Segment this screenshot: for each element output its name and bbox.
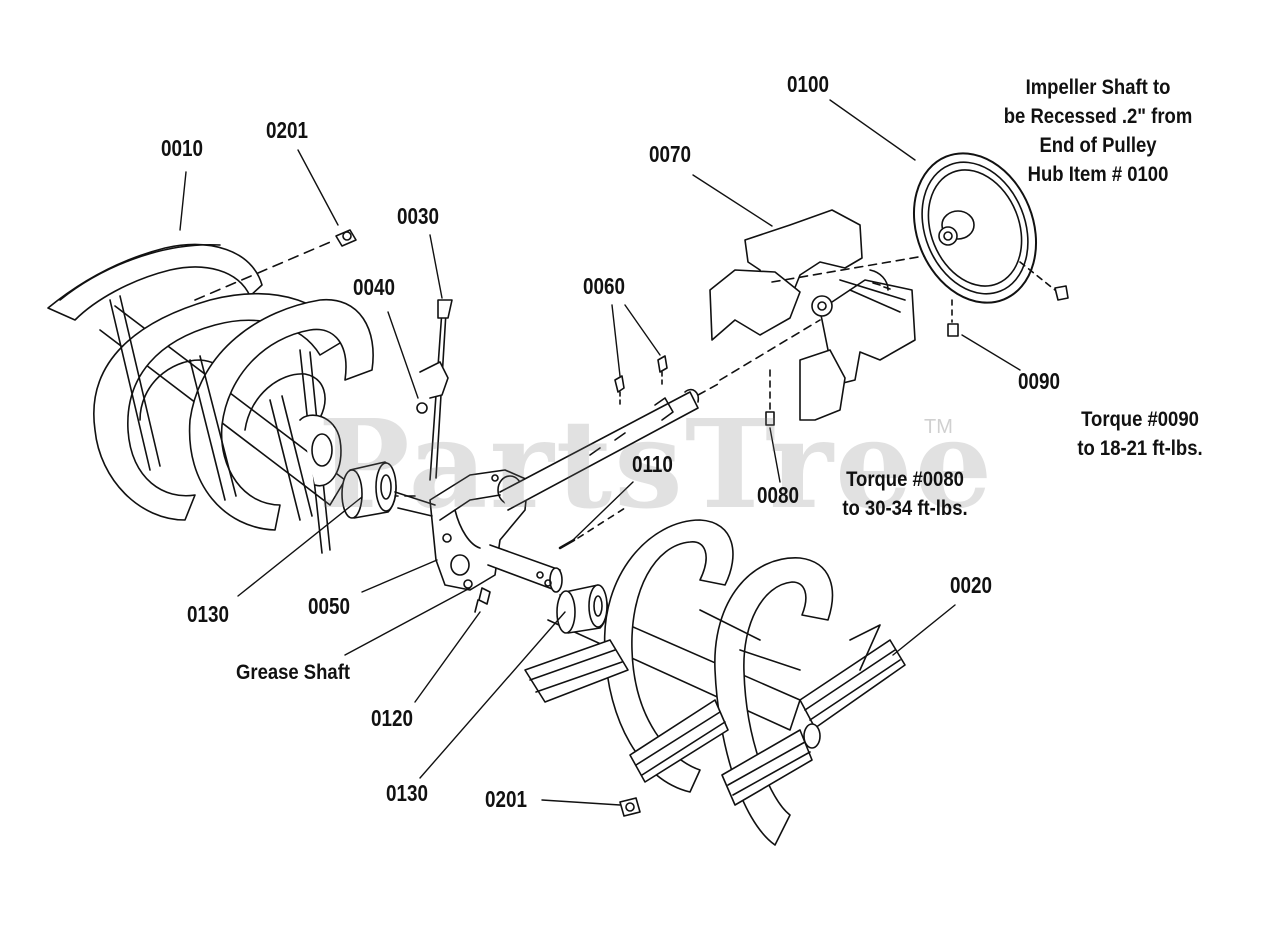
callout-0130-bottom[interactable]: 0130 (386, 780, 428, 806)
callout-0020[interactable]: 0020 (950, 572, 992, 598)
impeller-note-line-4: Hub Item # 0100 (1027, 163, 1169, 186)
impeller-note-line-2: be Recessed .2" from (1003, 105, 1193, 128)
torque-0080-line-1: Torque #0080 (846, 468, 964, 491)
leader-lines (179, 99, 1021, 806)
left-auger-drawing (47, 243, 374, 554)
callout-0100[interactable]: 0100 (787, 71, 829, 97)
right-auger-drawing (524, 519, 906, 846)
callout-0060[interactable]: 0060 (583, 273, 625, 299)
impeller-shaft-drawing (499, 319, 821, 550)
callout-0080[interactable]: 0080 (757, 482, 799, 508)
callout-0110[interactable]: 0110 (632, 451, 673, 477)
small-parts-drawing (335, 229, 641, 817)
torque-0090-line-1: Torque #0090 (1081, 408, 1199, 431)
callout-0090[interactable]: 0090 (1018, 368, 1060, 394)
callout-0010[interactable]: 0010 (161, 135, 203, 161)
gearbox-drawing (394, 469, 563, 593)
impeller-note-line-1: Impeller Shaft to (1025, 76, 1171, 99)
grease-shaft-note: Grease Shaft (236, 661, 351, 684)
torque-0080-note: Torque #0080 to 30-34 ft-lbs. (813, 465, 998, 523)
watermark-trademark: TM (924, 416, 953, 438)
torque-0090-line-2: to 18-21 ft-lbs. (1077, 437, 1203, 460)
callout-0040[interactable]: 0040 (353, 274, 395, 300)
callout-0120[interactable]: 0120 (371, 705, 413, 731)
linkage-drawing (416, 299, 453, 481)
torque-0080-line-2: to 30-34 ft-lbs. (842, 497, 968, 520)
impeller-note-line-3: End of Pulley (1039, 134, 1157, 157)
callout-0050[interactable]: 0050 (308, 593, 350, 619)
torque-0090-note: Torque #0090 to 18-21 ft-lbs. (1043, 405, 1237, 463)
impeller-drawing (709, 209, 931, 426)
callout-0201-top[interactable]: 0201 (266, 117, 308, 143)
bushing-left-drawing (341, 461, 397, 519)
bushing-right-drawing (556, 584, 609, 634)
centre-lines (194, 239, 416, 497)
pulley-drawing (912, 152, 1069, 337)
impeller-recess-note: Impeller Shaft to be Recessed .2" from E… (984, 73, 1213, 189)
callout-0201-bottom[interactable]: 0201 (485, 786, 527, 812)
callout-0030[interactable]: 0030 (397, 203, 439, 229)
callout-0130-left[interactable]: 0130 (187, 601, 229, 627)
callout-0070[interactable]: 0070 (649, 141, 691, 167)
watermark: PartsTree (318, 392, 995, 536)
